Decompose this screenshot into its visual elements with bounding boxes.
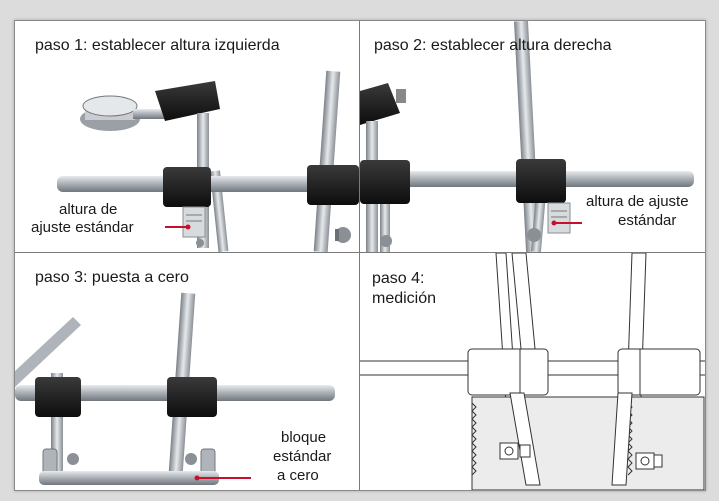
step-3-label-line2: estándar: [273, 448, 332, 465]
step-4-panel: paso 4: medición: [360, 253, 705, 490]
step-1-label-line1: altura de: [59, 201, 118, 218]
step-1-panel: paso 1: establecer altura izquierda altu…: [15, 21, 360, 253]
step-3-title: paso 3: puesta a cero: [35, 269, 189, 286]
step-4-title-line2: medición: [372, 290, 437, 307]
step-1-title: paso 1: establecer altura izquierda: [35, 37, 280, 54]
step-2-panel: paso 2: establecer altura derecha altura…: [360, 21, 705, 253]
step-2-label-line1: altura de ajuste: [586, 193, 689, 210]
step-2-title: paso 2: establecer altura derecha: [374, 37, 612, 54]
step-4-title-line1: paso 4:: [372, 270, 425, 287]
step-2-illustration: [360, 21, 694, 252]
step-1-label-line2: ajuste estándar: [31, 219, 134, 236]
step-3-label-line3: a cero: [277, 467, 319, 484]
step-3-illustration: [15, 292, 335, 485]
step-3-label-line1: bloque: [281, 429, 327, 446]
step-1-illustration: [57, 70, 359, 252]
step-2-label-line2: estándar: [618, 212, 677, 229]
step-4-line-drawing: [360, 253, 705, 490]
step-3-panel: paso 3: puesta a cero bloque estándar a …: [15, 253, 360, 490]
instruction-diagram: paso 1: establecer altura izquierda altu…: [14, 20, 706, 491]
